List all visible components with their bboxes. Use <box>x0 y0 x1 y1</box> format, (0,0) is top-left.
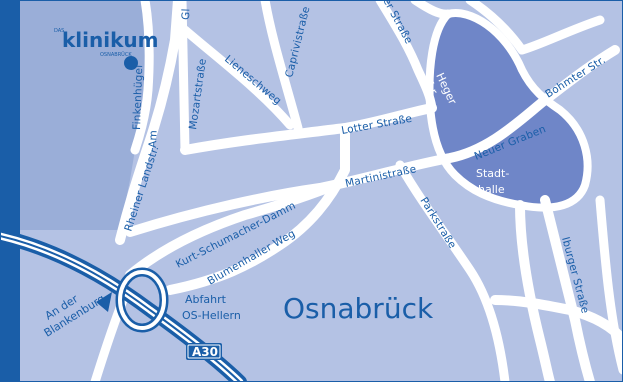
road-network <box>90 0 623 386</box>
street-label-finkenhuegel: Finkenhügel <box>131 64 145 130</box>
exit-label: Abfahrt OS-Hellern <box>182 293 241 322</box>
direction-arrow-icon <box>96 292 112 312</box>
interchange-loop <box>115 267 169 333</box>
district-area <box>429 13 588 208</box>
city-label: Osnabrück <box>283 292 434 325</box>
logo-prefix: DAS <box>54 28 64 34</box>
hospital-location-marker[interactable] <box>124 56 138 70</box>
park-area <box>20 0 150 230</box>
district-stadthalle-label: Stadt- halle <box>476 167 513 196</box>
a30-badge: A30 <box>186 343 222 360</box>
logo-name: klinikum <box>62 28 158 52</box>
river-strip <box>0 0 20 382</box>
street-label-gl: Gl <box>180 8 192 20</box>
logo-suffix: OSNABRÜCK <box>100 51 132 58</box>
klinikum-logo[interactable]: DAS klinikum OSNABRÜCK <box>54 28 158 58</box>
a30-badge-label: A30 <box>192 345 218 359</box>
street-label-am: Am <box>147 130 160 148</box>
